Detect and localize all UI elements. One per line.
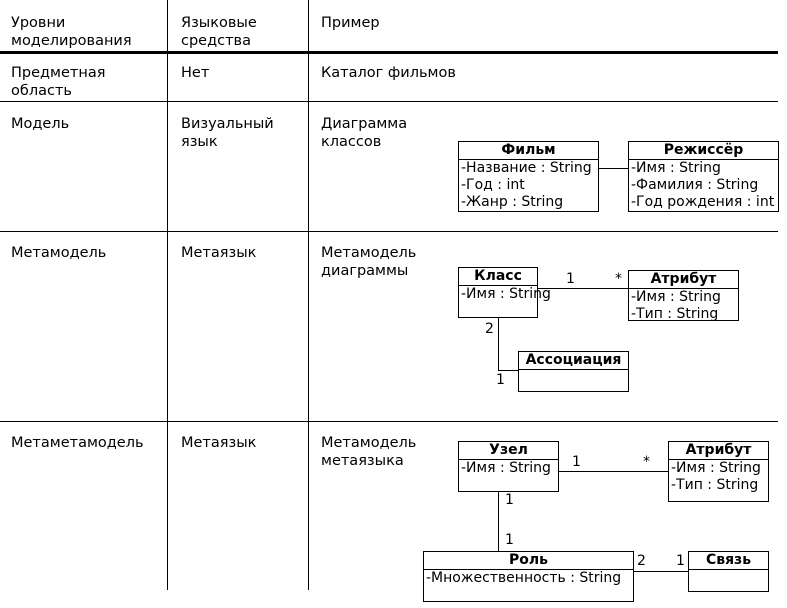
row-tools: Метаязык [181,245,257,261]
multiplicity-label: * [615,271,622,287]
class-attribute: -Тип : String [671,477,759,493]
row-level: Предметная область [11,65,106,99]
class-director: Режиссёр -Имя : String -Фамилия : String… [628,141,779,212]
row-divider-2 [0,231,778,232]
multiplicity-label: 1 [572,454,581,470]
multiplicity-label: 1 [505,532,514,548]
row-level: Модель [11,116,70,132]
class-name: Режиссёр [629,142,778,160]
class-attribute: -Имя : String [461,286,551,302]
class-name: Роль [424,552,633,570]
row-tools: Визуальный язык [181,116,274,150]
header-divider [0,51,778,54]
class-klass: Класс -Имя : String [458,267,551,318]
class-attribute: -Фамилия : String [631,177,759,193]
row-example: Метамодель метаязыка [321,435,417,469]
class-name: Узел [459,442,558,460]
class-name: Ассоциация [519,352,628,370]
row-divider-1 [0,101,778,102]
row-tools: Нет [181,65,210,81]
klass-association-link [498,318,518,371]
column-divider-1 [167,0,168,590]
multiplicity-label: 2 [637,553,646,569]
class-attribute: -Год : int [461,177,525,193]
class-link: Связь [688,551,769,592]
multiplicity-label: 1 [496,372,505,388]
header-example: Пример [321,15,380,31]
class-attribute-metameta: Атрибут -Имя : String -Тип : String [668,441,769,502]
class-name: Связь [689,552,768,570]
class-role: Роль -Множественность : String [423,551,634,602]
class-attribute: -Имя : String [461,460,551,476]
multiplicity-label: 1 [676,553,685,569]
multiplicity-label: 1 [566,271,575,287]
multiplicity-label: 1 [505,492,514,508]
row-level: Метамодель [11,245,107,261]
row-example: Каталог фильмов [321,65,456,81]
class-attribute: -Имя : String [631,289,721,305]
class-attribute: -Имя : String [631,160,721,176]
class-attribute-meta: Атрибут -Имя : String -Тип : String [628,270,739,322]
row-divider-3 [0,421,778,422]
class-name: Фильм [459,142,598,160]
class-node: Узел -Имя : String [458,441,559,492]
class-attribute: -Имя : String [671,460,761,476]
class-attribute: -Год рождения : int [631,194,775,210]
multiplicity-label: * [643,454,650,470]
multiplicity-label: 2 [485,321,494,337]
class-attribute: -Название : String [461,160,592,176]
class-film: Фильм -Название : String -Год : int -Жан… [458,141,599,212]
class-attribute: -Множественность : String [426,570,622,586]
class-association: Ассоциация [518,351,629,392]
header-tools: Языковые средства [181,15,257,49]
row-example: Диаграмма классов [321,116,408,150]
class-attribute: -Жанр : String [461,194,564,210]
class-name: Атрибут [629,271,738,289]
header-levels: Уровни моделирования [11,15,132,49]
column-divider-2 [308,0,309,590]
row-example: Метамодель диаграммы [321,245,417,279]
row-level: Метаметамодель [11,435,144,451]
class-name: Атрибут [669,442,768,460]
class-name: Класс [459,268,537,286]
row-tools: Метаязык [181,435,257,451]
class-attribute: -Тип : String [631,306,719,322]
